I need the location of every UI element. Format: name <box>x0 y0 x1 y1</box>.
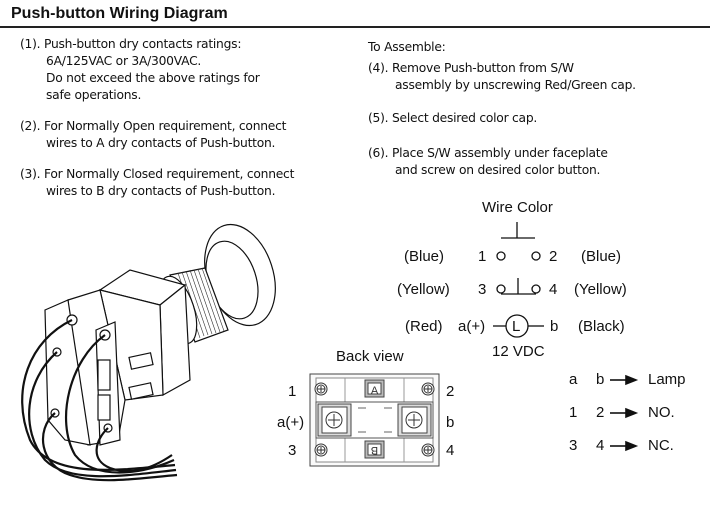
legend-b: b <box>596 371 605 388</box>
back-view-label-b: b <box>446 414 455 431</box>
legend-3: 3 <box>569 437 578 454</box>
note-3-line: For Normally Closed requirement, connect <box>44 167 295 181</box>
step-6-line-2: and screw on desired color button. <box>395 163 601 177</box>
back-view-label-1: 1 <box>288 383 297 400</box>
note-1-line-4: safe operations. <box>46 88 142 102</box>
schematic-symbols <box>493 222 544 338</box>
row3-right-color: (Black) <box>578 318 625 335</box>
lamp-circle <box>505 314 529 338</box>
wires <box>21 319 178 482</box>
step-5-line: Select desired color cap. <box>392 111 538 125</box>
note-1: (1). Push-button dry contacts ratings: <box>20 36 241 53</box>
note-1-line-2: 6A/125VAC or 3A/300VAC. <box>46 54 202 68</box>
row1-terminal-1: 1 <box>478 248 487 265</box>
back-view-drawing <box>309 373 440 467</box>
step-5: (5). Select desired color cap. <box>368 110 537 127</box>
note-2-line-2: wires to A dry contacts of Push-button. <box>46 136 276 150</box>
corner-screw-4 <box>421 443 435 457</box>
nc-contact-3 <box>496 284 506 294</box>
contact-a-letter: A <box>371 385 379 397</box>
step-6-line: Place S/W assembly under faceplate <box>392 146 608 160</box>
lamp-symbol-label: L <box>512 318 521 335</box>
legend-2: 2 <box>596 404 605 421</box>
title-divider <box>0 26 710 28</box>
back-view-label-2: 2 <box>446 383 455 400</box>
step-5-number: (5). <box>368 111 389 125</box>
corner-screw-2 <box>421 382 435 396</box>
corner-screw-3 <box>314 443 328 457</box>
back-view-label-3: 3 <box>288 442 297 459</box>
step-4-line: Remove Push-button from S/W <box>392 61 574 75</box>
note-2-number: (2). <box>20 119 41 133</box>
nc-contact-4 <box>531 284 541 294</box>
row3-terminal-a: a(+) <box>458 318 486 335</box>
note-3: (3). For Normally Closed requirement, co… <box>20 166 294 183</box>
legend-a: a <box>569 371 578 388</box>
step-4: (4). Remove Push-button from S/W <box>368 60 574 77</box>
row1-terminal-2: 2 <box>549 248 558 265</box>
legend-nc: NC. <box>648 437 674 454</box>
row1-left-color: (Blue) <box>404 248 445 265</box>
row2-terminal-4: 4 <box>549 281 558 298</box>
row3-left-color: (Red) <box>405 318 443 335</box>
wire-color-heading: Wire Color <box>482 199 553 216</box>
assemble-heading: To Assemble: <box>368 40 446 54</box>
note-1-line: Push-button dry contacts ratings: <box>44 37 242 51</box>
lamp-voltage: 12 VDC <box>492 343 545 360</box>
step-6-number: (6). <box>368 146 389 160</box>
diagram-title: Push-button Wiring Diagram <box>11 5 228 22</box>
row1-right-color: (Blue) <box>581 248 622 265</box>
no-contact-2 <box>531 251 541 261</box>
corner-screw-1 <box>314 382 328 396</box>
legend-lamp: Lamp <box>648 371 686 388</box>
step-6: (6). Place S/W assembly under faceplate <box>368 145 608 162</box>
legend-1: 1 <box>569 404 578 421</box>
note-2: (2). For Normally Open requirement, conn… <box>20 118 286 135</box>
no-contact-1 <box>496 251 506 261</box>
note-2-line: For Normally Open requirement, connect <box>44 119 287 133</box>
back-view-label-a: a(+) <box>277 414 305 431</box>
note-1-line-3: Do not exceed the above ratings for <box>46 71 260 85</box>
note-3-number: (3). <box>20 167 41 181</box>
step-4-number: (4). <box>368 61 389 75</box>
back-view-label-4: 4 <box>446 442 455 459</box>
legend-arrows <box>610 374 639 452</box>
row2-right-color: (Yellow) <box>574 281 627 298</box>
row2-terminal-3: 3 <box>478 281 487 298</box>
note-3-line-2: wires to B dry contacts of Push-button. <box>46 184 276 198</box>
row2-left-color: (Yellow) <box>397 281 450 298</box>
legend-4: 4 <box>596 437 605 454</box>
back-view-heading: Back view <box>336 348 404 365</box>
pushbutton-illustration <box>44 223 276 446</box>
note-1-number: (1). <box>20 37 41 51</box>
step-4-line-2: assembly by unscrewing Red/Green cap. <box>395 78 636 92</box>
contact-b-letter: B <box>371 444 378 456</box>
legend-no: NO. <box>648 404 675 421</box>
row3-terminal-b: b <box>550 318 559 335</box>
